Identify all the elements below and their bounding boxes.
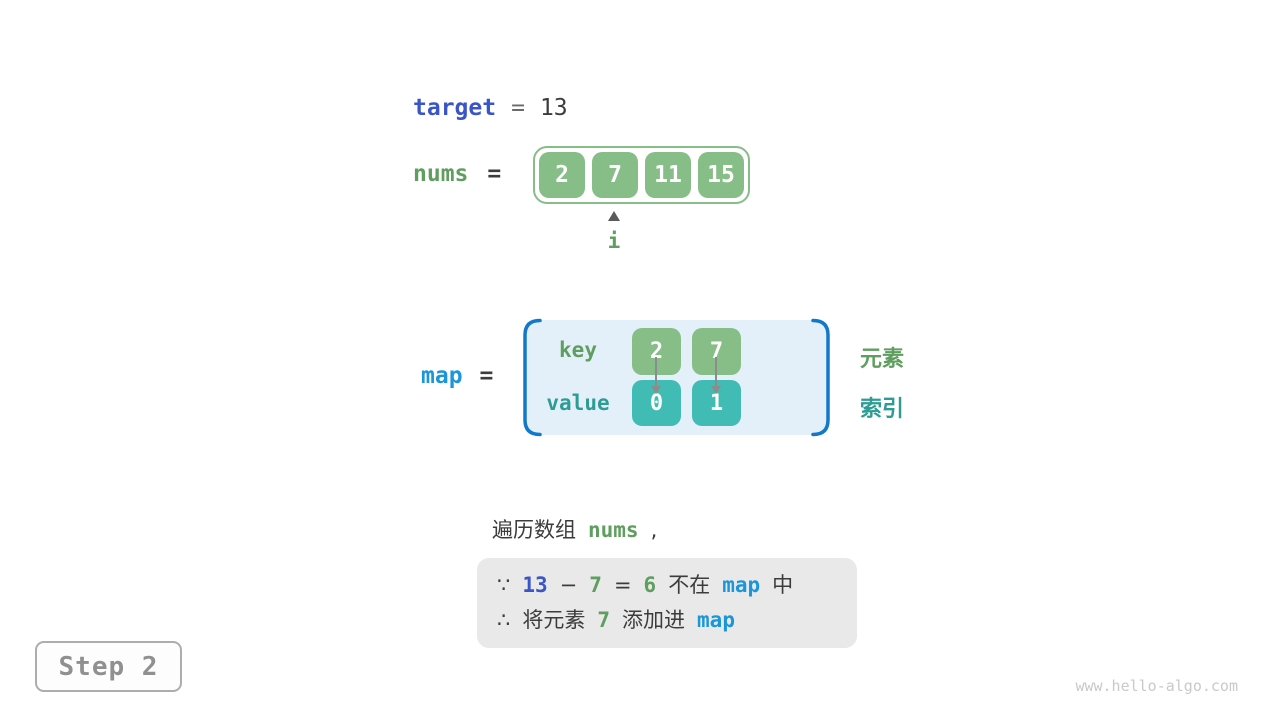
key-to-value-arrow-icon xyxy=(711,357,721,394)
map-value-label: value xyxy=(546,391,610,415)
nums-assignment: nums = xyxy=(413,161,501,187)
nums-array-cell: 7 xyxy=(592,152,638,198)
nums-array-cell: 15 xyxy=(698,152,744,198)
reasoning-box: ∵ 13 − 7 = 6 不在 map 中 ∴ 将元素 7 添加进 map xyxy=(477,558,857,648)
reasoning-line-therefore: ∴ 将元素 7 添加进 map xyxy=(497,604,857,639)
index-side-label: 索引 xyxy=(860,397,905,422)
target-equals-sign: = xyxy=(511,95,525,121)
caption-comma: , xyxy=(650,518,658,542)
minus-sign: − xyxy=(559,573,578,597)
difference-value: 6 xyxy=(643,573,657,597)
subtrahend-value: 7 xyxy=(589,573,602,597)
site-watermark: www.hello-algo.com xyxy=(1075,677,1238,695)
caption-nums-token: nums xyxy=(588,518,639,542)
element-side-label: 元素 xyxy=(860,347,905,372)
in-suffix-text: 中 xyxy=(772,573,794,597)
caption-text: 遍历数组 xyxy=(492,518,576,542)
add-prefix-text: 将元素 xyxy=(522,608,586,632)
minuend-value: 13 xyxy=(522,573,548,597)
therefore-symbol: ∴ xyxy=(497,608,511,632)
map-assignment: map = xyxy=(421,363,493,389)
index-pointer-arrow-icon xyxy=(608,211,620,221)
map-variable-label: map xyxy=(421,363,463,389)
nums-variable-label: nums xyxy=(413,161,469,187)
map-equals-sign: = xyxy=(479,363,494,389)
map-value-cell: 0 xyxy=(632,380,681,426)
add-action-text: 添加进 xyxy=(622,608,686,632)
nums-array: 2 7 11 15 xyxy=(533,146,750,204)
added-value: 7 xyxy=(597,608,611,632)
key-to-value-arrow-icon xyxy=(651,357,661,394)
index-pointer-label: i xyxy=(607,229,621,253)
target-value: 13 xyxy=(539,95,568,121)
equals-sign: = xyxy=(613,573,632,597)
map-bracket-graphic xyxy=(523,318,830,437)
because-symbol: ∵ xyxy=(497,573,511,597)
reasoning-line-because: ∵ 13 − 7 = 6 不在 map 中 xyxy=(497,569,857,604)
map-token: map xyxy=(722,573,761,597)
map-key-label: key xyxy=(559,338,597,362)
map-token: map xyxy=(697,608,735,632)
nums-array-cell: 11 xyxy=(645,152,691,198)
target-assignment: target = 13 xyxy=(413,95,568,121)
nums-array-cell: 2 xyxy=(539,152,585,198)
target-variable-label: target xyxy=(413,95,497,121)
step-badge: Step 2 xyxy=(35,641,182,692)
not-in-text: 不在 xyxy=(668,573,711,597)
nums-equals-sign: = xyxy=(487,161,502,187)
traverse-caption: 遍历数组 nums , xyxy=(492,514,657,544)
hash-map-container: key value 2 7 0 1 xyxy=(520,318,833,437)
